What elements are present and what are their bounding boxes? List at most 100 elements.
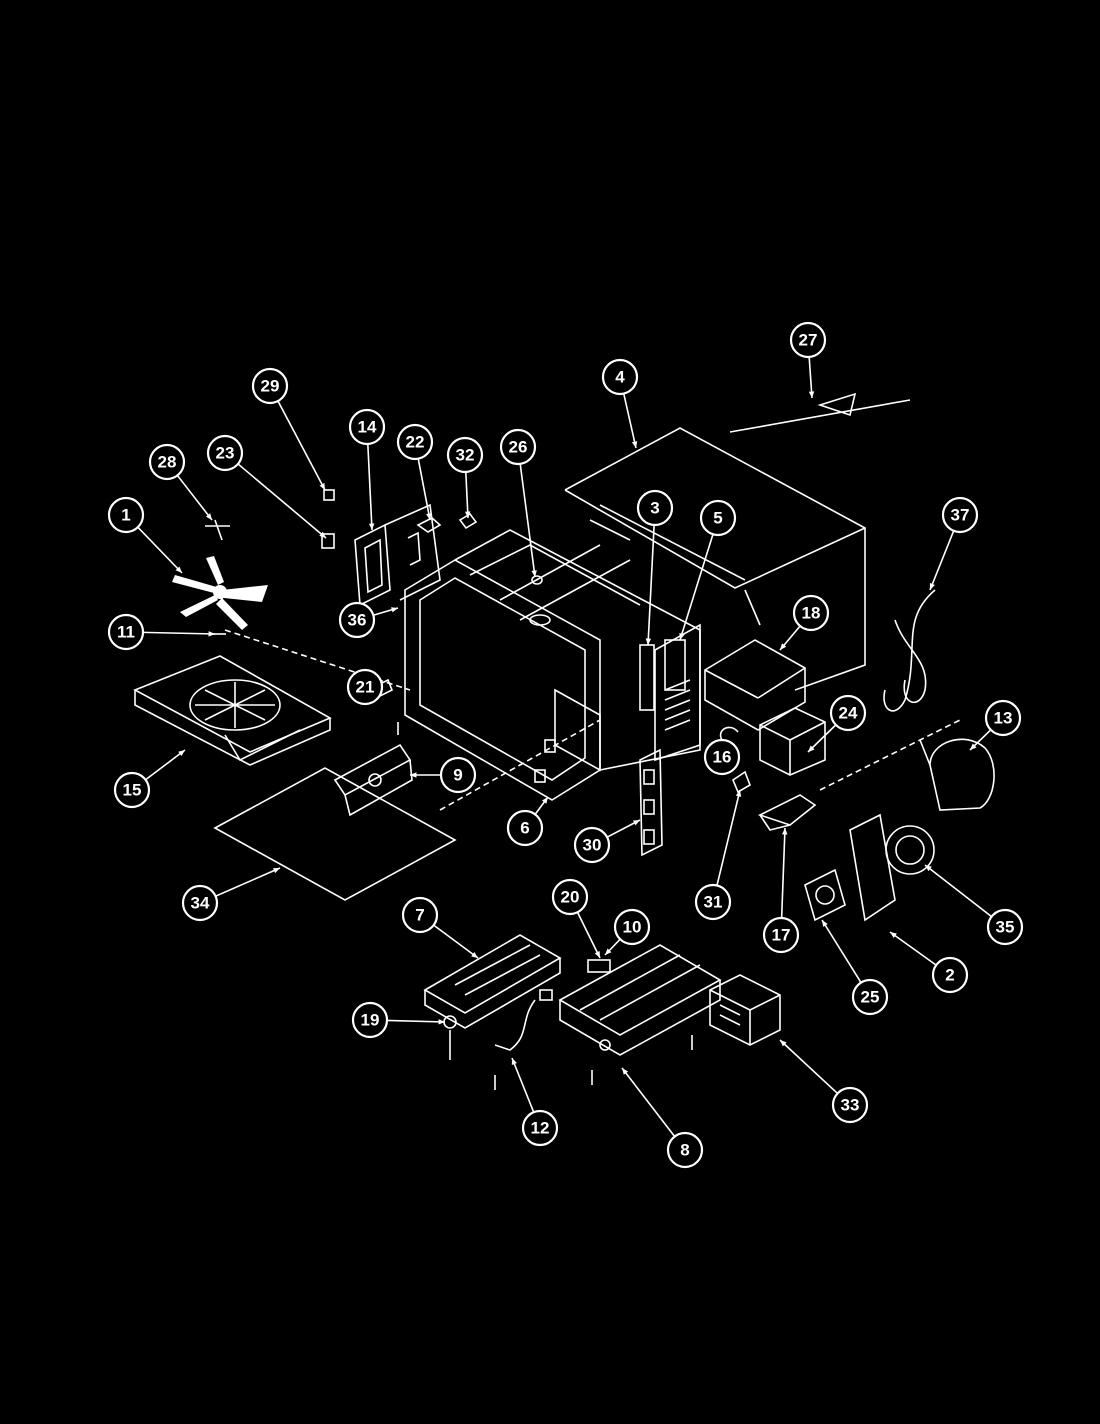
leader-arrow-20 [594, 951, 600, 958]
callout-circle-10 [613, 908, 651, 946]
callout-18: 18 [792, 594, 830, 632]
leader-line-34 [215, 867, 281, 897]
callout-3: 3 [636, 489, 674, 527]
callout-circle-29 [251, 367, 289, 405]
leader-arrow-26 [531, 570, 537, 577]
callout-label-13: 13 [994, 709, 1013, 728]
leader-line-25 [821, 919, 862, 983]
callout-label-2: 2 [945, 966, 954, 985]
transformer [709, 974, 781, 1046]
callout-label-11: 11 [117, 623, 135, 642]
callout-circle-9 [439, 756, 477, 794]
callout-label-16: 16 [713, 748, 732, 767]
callout-label-4: 4 [615, 368, 625, 387]
rear-brackets [354, 503, 478, 607]
callout-label-37: 37 [951, 506, 970, 525]
leader-line-17 [780, 827, 786, 919]
leader-line-32 [465, 471, 469, 519]
leader-line-7 [433, 924, 479, 959]
callout-label-15: 15 [123, 781, 142, 800]
callout-22: 22 [396, 423, 434, 461]
callout-circle-2 [931, 956, 969, 994]
leader-line-27 [808, 356, 813, 399]
callout-label-14: 14 [358, 418, 377, 437]
callout-circle-7 [401, 896, 439, 934]
callout-label-24: 24 [839, 704, 858, 723]
callout-circle-36 [338, 601, 376, 639]
callout-circle-23 [206, 434, 244, 472]
leader-arrow-9 [410, 772, 417, 778]
leader-arrow-5 [679, 633, 685, 640]
callout-circle-14 [348, 408, 386, 446]
callout-4: 4 [601, 358, 639, 396]
callout-label-36: 36 [348, 611, 367, 630]
leader-arrow-8 [622, 1068, 629, 1075]
leader-line-14 [367, 443, 373, 531]
leader-arrow-30 [633, 820, 640, 826]
callout-circle-25 [851, 978, 889, 1016]
callout-label-34: 34 [191, 894, 210, 913]
leader-line-23 [237, 463, 327, 539]
callout-label-18: 18 [802, 604, 821, 623]
leader-line-33 [779, 1039, 839, 1095]
leader-arrow-36 [391, 607, 398, 613]
callout-circle-13 [984, 699, 1022, 737]
callout-label-19: 19 [361, 1011, 380, 1030]
callout-label-26: 26 [509, 438, 528, 457]
leader-arrow-6 [541, 797, 548, 804]
callout-25: 25 [851, 978, 889, 1016]
outer-cabinet [564, 427, 866, 691]
callout-circle-37 [941, 496, 979, 534]
leader-line-2 [889, 931, 937, 966]
leader-arrow-13 [970, 743, 977, 750]
fan-blade [172, 489, 335, 635]
callout-circle-8 [666, 1131, 704, 1169]
callout-35: 35 [986, 908, 1024, 946]
callout-circle-11 [107, 613, 145, 651]
leader-arrow-33 [780, 1040, 787, 1047]
callout-13: 13 [984, 699, 1022, 737]
leader-line-8 [621, 1067, 676, 1138]
callout-label-27: 27 [799, 331, 818, 350]
leader-line-15 [145, 749, 186, 781]
callout-26: 26 [499, 428, 537, 466]
callout-circle-30 [573, 826, 611, 864]
callout-17: 17 [762, 916, 800, 954]
callout-circle-18 [792, 594, 830, 632]
leader-arrow-23 [319, 531, 326, 538]
callout-12: 12 [521, 1109, 559, 1147]
callout-label-22: 22 [406, 433, 425, 452]
callout-33: 33 [831, 1086, 869, 1124]
leader-arrow-24 [808, 745, 815, 752]
callout-label-10: 10 [623, 918, 642, 937]
leader-line-12 [511, 1057, 535, 1113]
callout-label-31: 31 [704, 893, 723, 912]
leader-arrow-37 [929, 583, 935, 590]
callout-label-35: 35 [996, 918, 1015, 937]
callout-circle-20 [551, 878, 589, 916]
oven-cavity [404, 529, 701, 801]
callout-21: 21 [346, 668, 384, 706]
leader-arrow-2 [890, 932, 897, 938]
callout-circle-6 [506, 809, 544, 847]
callout-10: 10 [613, 908, 651, 946]
leader-arrow-3 [645, 638, 652, 645]
leader-line-5 [679, 533, 714, 641]
leader-line-11 [142, 631, 216, 635]
callout-9: 9 [439, 756, 477, 794]
callout-circle-24 [829, 694, 867, 732]
callout-label-23: 23 [216, 444, 235, 463]
leader-arrow-17 [782, 828, 788, 835]
leader-line-26 [519, 463, 536, 578]
magnetron-parts [704, 639, 826, 831]
callout-circle-35 [986, 908, 1024, 946]
leader-line-35 [924, 864, 993, 918]
leader-line-20 [576, 911, 601, 959]
callout-7: 7 [401, 896, 439, 934]
leader-arrow-15 [178, 750, 185, 757]
callout-label-20: 20 [561, 888, 580, 907]
callout-label-21: 21 [356, 678, 375, 697]
callout-label-28: 28 [158, 453, 177, 472]
callout-19: 19 [351, 1001, 389, 1039]
leader-line-29 [277, 400, 326, 491]
